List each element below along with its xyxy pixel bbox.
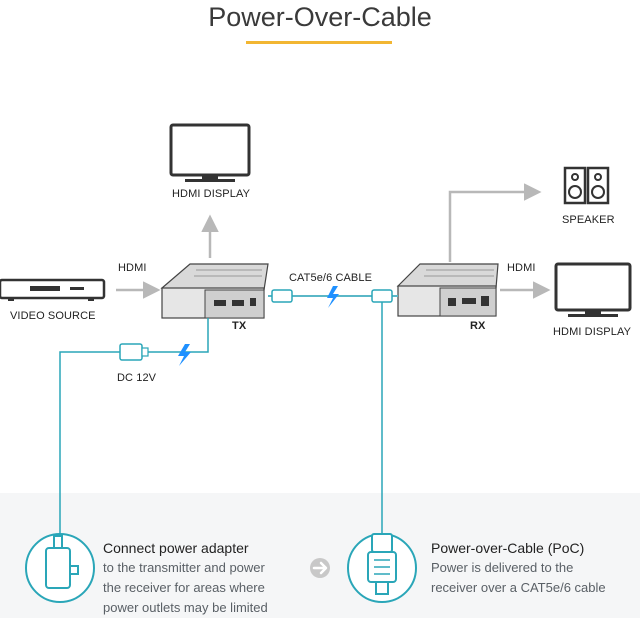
extender-icon <box>396 263 499 317</box>
left-card-line: power outlets may be limited <box>103 600 268 615</box>
left-card-text: to the transmitter and power the receive… <box>103 558 268 618</box>
left-card-heading: Connect power adapter <box>103 540 249 556</box>
hdmi-display-label: HDMI DISPLAY <box>172 188 251 200</box>
info-panel <box>0 493 640 618</box>
arrow-right-circle-icon <box>310 558 330 578</box>
dc-label: DC 12V <box>117 372 157 384</box>
lightning-icon <box>327 286 339 308</box>
left-card-line: the receiver for areas where <box>103 580 265 595</box>
page-title: Power-Over-Cable <box>208 2 432 32</box>
right-card-line: Power is delivered to the <box>431 560 574 575</box>
cable-connector-icon <box>371 289 393 303</box>
tx-label: TX <box>232 320 247 332</box>
title-underline <box>246 41 392 44</box>
power-adapter-icon <box>119 343 149 361</box>
power-adapter-icon <box>25 533 95 603</box>
extender-icon <box>160 263 269 319</box>
rx-label: RX <box>470 320 486 332</box>
display-icon <box>169 123 251 182</box>
lightning-icon <box>178 344 191 366</box>
cable-label: CAT5e/6 CABLE <box>289 272 373 284</box>
video-source-icon <box>0 278 106 301</box>
hdmi-display-right-label: HDMI DISPLAY <box>553 326 632 338</box>
speaker-label: SPEAKER <box>562 214 615 226</box>
right-card-line: receiver over a CAT5e/6 cable <box>431 580 606 595</box>
cable-connector-icon <box>271 289 293 303</box>
cable-connector-icon <box>347 533 417 603</box>
left-card-line: to the transmitter and power <box>103 560 265 575</box>
cable <box>268 286 398 308</box>
hdmi-out-label: HDMI <box>507 262 536 274</box>
right-card-heading: Power-over-Cable (PoC) <box>431 540 585 556</box>
display-icon <box>554 262 632 317</box>
hdmi-in-label: HDMI <box>118 262 147 274</box>
right-card-text: Power is delivered to the receiver over … <box>431 558 606 598</box>
speaker-icon <box>563 166 610 205</box>
video-source-label: VIDEO SOURCE <box>10 310 96 322</box>
speaker-arrow <box>448 183 542 262</box>
